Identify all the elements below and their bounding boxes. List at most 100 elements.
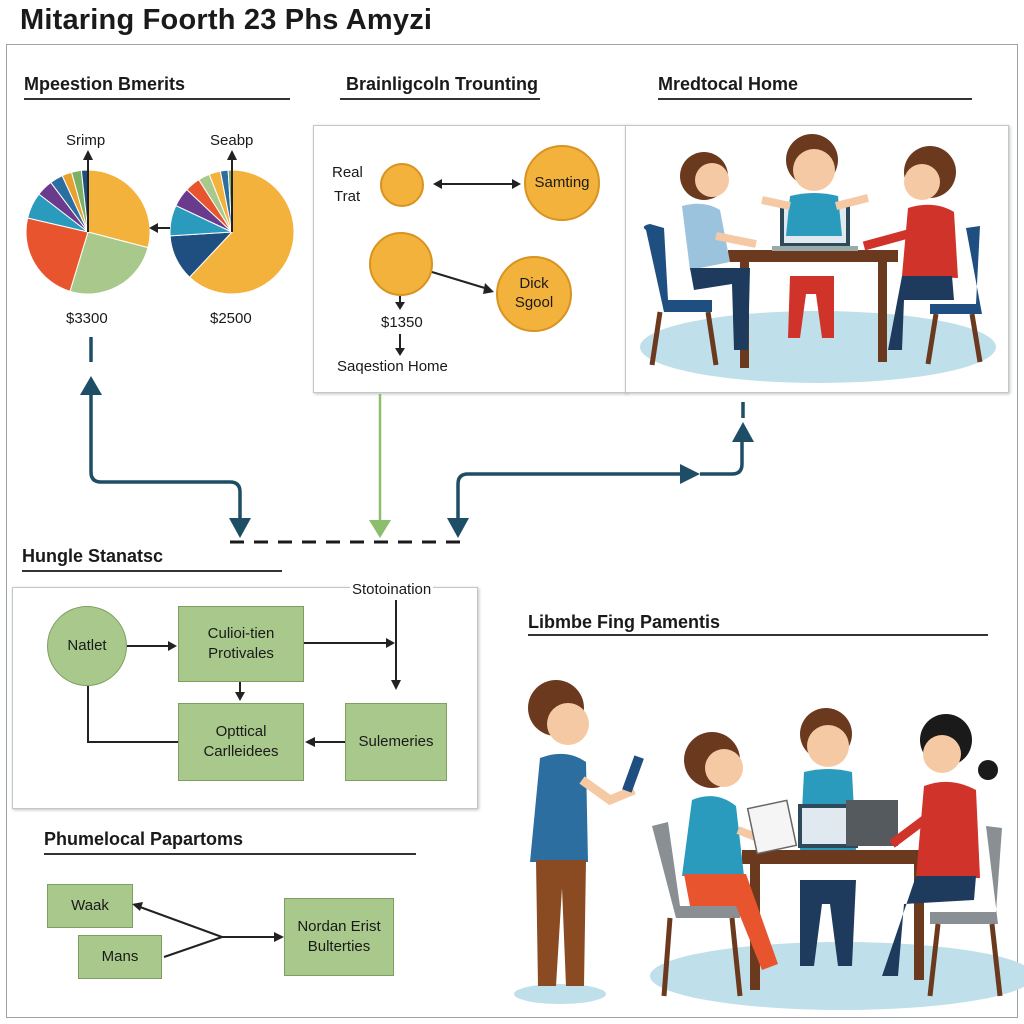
person-arm (715, 232, 757, 248)
person-pants (888, 276, 954, 350)
person-arm (579, 776, 636, 806)
person-pants (800, 880, 856, 966)
box-label: Carlleidees (203, 743, 279, 760)
flow-node-natlet: Natlet (47, 606, 127, 686)
table-leg (878, 262, 887, 362)
table-leg (914, 864, 924, 980)
person-face (705, 749, 743, 787)
person-shirt (916, 781, 980, 878)
flow-station-label: Stotoination (350, 581, 434, 598)
arrowhead (680, 464, 700, 484)
arrowhead (235, 692, 245, 701)
person-shirt (682, 203, 730, 270)
pie-slice (69, 231, 149, 295)
chair-leg (969, 313, 983, 363)
person-arm (889, 816, 927, 848)
person-arm (761, 194, 869, 210)
arrowhead (227, 150, 237, 160)
arrowhead (80, 376, 102, 395)
pie-left-value: $3300 (66, 310, 108, 327)
chair (652, 822, 740, 918)
arrowhead (386, 638, 395, 648)
section-rule (658, 98, 972, 100)
person-shirt (530, 753, 588, 862)
box-label: Nordan Erist (297, 917, 381, 935)
chair-leg (705, 311, 719, 366)
pie-chart-right (169, 169, 295, 295)
arrowhead (229, 518, 251, 538)
pheno-box-mans: Mans (78, 935, 162, 979)
arrow-line (139, 906, 223, 938)
arrowhead (83, 150, 93, 160)
person-ponytail (978, 760, 998, 780)
chair-leg (729, 917, 743, 997)
arrowhead (483, 283, 494, 294)
node-label: Natlet (67, 636, 107, 654)
person-face (807, 725, 849, 767)
pie-right-label: Seabp (210, 132, 254, 149)
person-face (904, 164, 940, 200)
chair (643, 224, 712, 312)
arrowhead (395, 348, 405, 356)
section-title-top-right: Mredtocal Home (658, 74, 799, 94)
flow-box-sulemeries: Sulemeries (345, 703, 447, 781)
brainstorm-node-small (380, 163, 424, 207)
person-face (547, 703, 589, 745)
person-pants (536, 860, 586, 986)
arrowhead (132, 902, 143, 911)
brainstorm-text-trat: Trat (334, 188, 361, 205)
node-label: Dick (519, 275, 549, 293)
person-pants (684, 874, 778, 970)
box-label: Sulemeries (358, 732, 434, 750)
arrow-line (87, 686, 178, 743)
brainstorm-node-samting: Samting (524, 145, 600, 221)
arrowhead (732, 422, 754, 442)
box-label: Culioi-tien (207, 624, 275, 642)
arrowhead (512, 179, 521, 189)
arrowhead (391, 680, 401, 690)
person-face (695, 163, 729, 197)
chair-leg (925, 313, 939, 365)
table-top (728, 250, 898, 262)
box-label: Opttical (215, 722, 267, 740)
person-shirt (786, 193, 842, 236)
arrowhead (305, 737, 315, 747)
chair (930, 826, 1002, 924)
section-rule (44, 853, 416, 855)
brainstorm-node-medium (369, 232, 433, 296)
pie-chart-left (25, 169, 151, 295)
section-title-top-mid: Brainligcoln Trounting (346, 74, 538, 94)
person-pants (882, 876, 976, 976)
chair-leg (649, 311, 663, 366)
floor-rug (640, 311, 996, 383)
section-title-top-left: Mpeestion Bmerits (24, 74, 186, 94)
connector-line-left (89, 392, 242, 520)
person-pants (690, 268, 750, 350)
laptop-screen (802, 808, 854, 844)
pie-slice (87, 169, 151, 249)
arrowhead (433, 179, 442, 189)
arrowhead (395, 302, 405, 310)
person-arm (862, 229, 910, 251)
laptop (846, 800, 898, 846)
arrow-line (163, 936, 223, 958)
pheno-box-waak: Waak (47, 884, 133, 928)
arrowhead (369, 520, 391, 538)
pie-right-value: $2500 (210, 310, 252, 327)
phone (622, 755, 644, 793)
section-title-mid-left: Hungle Stanatsc (22, 546, 164, 566)
box-label: Protivales (208, 645, 274, 662)
page-title: Mitaring Foorth 23 Phs Amyzi (20, 4, 433, 36)
brainstorm-bottom-label: Saqestion Home (337, 358, 448, 375)
arrow-line (431, 271, 489, 290)
box-label: Bulterties (307, 938, 371, 955)
person-pants (788, 276, 834, 338)
illustration-meeting-top (640, 134, 996, 383)
section-title-bottom-right: Libmbe Fing Pamentis (528, 612, 721, 632)
